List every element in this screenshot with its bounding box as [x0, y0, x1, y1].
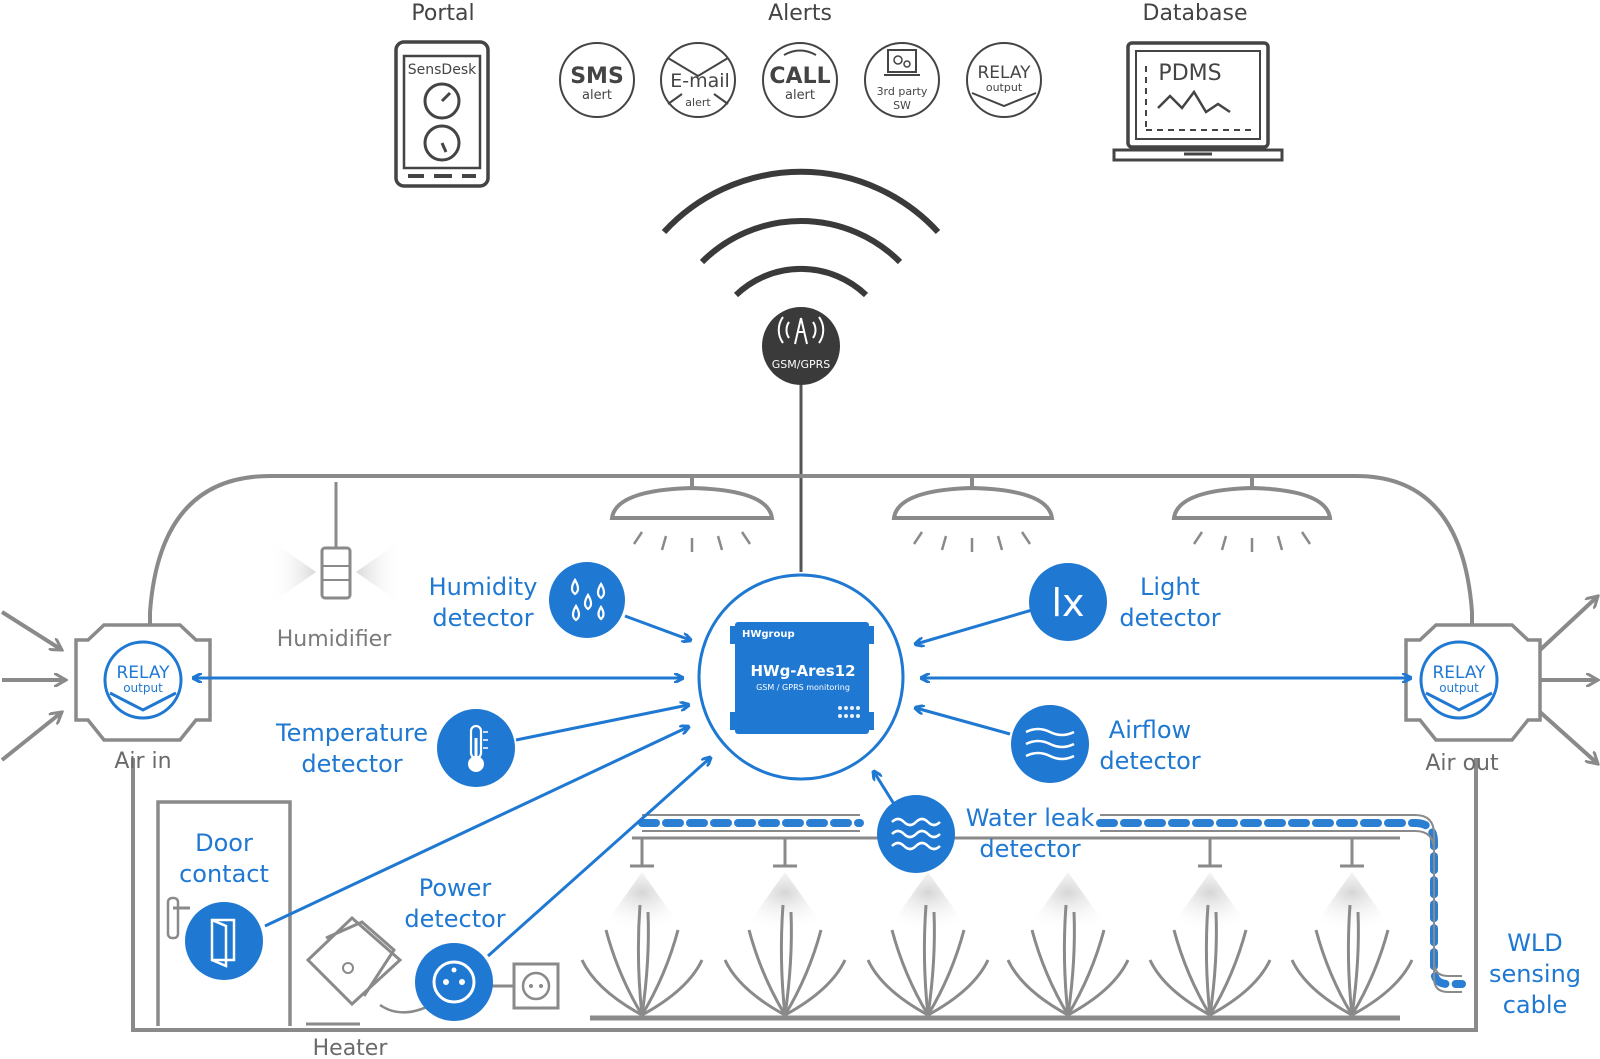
door-contact-icon [185, 902, 263, 980]
air-in-arrows [0, 610, 66, 762]
wld-sensing-cable [638, 814, 1466, 993]
call-alert-sub: alert [785, 88, 815, 103]
air-in-fan: RELAY output [74, 623, 212, 742]
airflow-link [916, 708, 1011, 736]
humidity-label-line1: Humidity [429, 573, 538, 601]
humidity-detector-icon [549, 562, 625, 638]
relay-right-sub: output [1439, 681, 1479, 695]
greenhouse-structure [131, 474, 1478, 1032]
email-alert-icon: E-mail alert [660, 42, 736, 118]
door-label-line2: contact [179, 860, 269, 888]
temperature-label-line1: Temperature [275, 719, 428, 747]
power-detector-icon [415, 943, 493, 1021]
call-alert-icon: CALL alert [762, 42, 838, 118]
email-alert-label: E-mail [670, 70, 730, 92]
grow-lamp-3 [1171, 476, 1333, 552]
relay-output-icon-right: RELAY output [1419, 640, 1499, 720]
relay-left-label: RELAY [116, 663, 170, 683]
irrigation-system [590, 836, 1400, 1021]
water-leak-link [874, 772, 896, 805]
tablet-icon: SensDesk [394, 40, 490, 188]
water-leak-label-line1: Water leak [966, 804, 1095, 832]
plant [866, 872, 990, 1017]
sms-alert-icon: SMS alert [559, 42, 635, 118]
door-link [264, 727, 688, 928]
water-leak-detector-icon [877, 795, 955, 873]
water-leak-label-line2: detector [979, 835, 1080, 863]
sensdesk-brand: SensDesk [408, 62, 477, 78]
power-link [487, 758, 710, 958]
light-detector-icon: lx [1029, 563, 1107, 641]
wireless-signal-icon [661, 168, 941, 298]
hwg-ares12-device: HWgroup HWg-Ares12 GSM / GPRS monitoring [697, 573, 905, 781]
power-label-line1: Power [419, 874, 492, 902]
portal-title: Portal [411, 1, 474, 26]
humidifier-icon [270, 482, 402, 604]
grow-lamp-2 [891, 476, 1055, 552]
temperature-link [515, 705, 688, 742]
plant [723, 872, 847, 1017]
light-label-line2: detector [1119, 604, 1220, 632]
humidifier-label: Humidifier [277, 627, 392, 652]
relay-alert-sub: output [986, 81, 1023, 94]
device-name: HWg-Ares12 [750, 662, 855, 680]
grow-lamp-1 [609, 476, 775, 552]
relay-output-alert-icon: RELAY output [966, 42, 1042, 118]
relay-left-sub: output [123, 681, 163, 695]
device-subtitle: GSM / GPRS monitoring [756, 683, 850, 692]
alerts-title: Alerts [768, 1, 832, 26]
database-title: Database [1143, 1, 1248, 26]
plant [1148, 872, 1272, 1017]
plant [1006, 872, 1130, 1017]
humidity-link [624, 614, 690, 640]
door-label-line1: Door [195, 829, 253, 857]
relay-right-label: RELAY [1432, 663, 1486, 683]
portal-group: Portal SensDesk [394, 1, 490, 188]
plant [1290, 872, 1414, 1017]
laptop-icon: PDMS [1112, 41, 1284, 162]
temperature-label-line2: detector [301, 750, 402, 778]
air-out-fan: RELAY output [1404, 623, 1542, 742]
plants [580, 872, 1414, 1017]
wld-label-line2: sensing [1489, 960, 1581, 988]
humidity-label-line2: detector [432, 604, 533, 632]
air-out-label: Air out [1425, 751, 1499, 776]
connection-arrows [194, 608, 1410, 958]
light-link [916, 608, 1033, 644]
air-in-label: Air in [114, 749, 171, 774]
alerts-group: Alerts SMS alert E-mail alert CALL alert… [559, 1, 1042, 118]
power-socket-icon [492, 962, 560, 1010]
email-alert-sub: alert [685, 96, 711, 109]
relay-alert-label: RELAY [977, 63, 1031, 83]
power-label-line2: detector [404, 905, 505, 933]
airflow-label-line1: Airflow [1109, 716, 1191, 744]
sms-alert-sub: alert [582, 88, 612, 103]
sms-alert-label: SMS [570, 64, 624, 89]
plant [580, 872, 704, 1017]
third-party-sub: SW [893, 99, 911, 112]
temperature-detector-icon [437, 709, 515, 787]
gsm-gprs-label: GSM/GPRS [772, 358, 831, 371]
light-label-line1: Light [1140, 573, 1200, 601]
airflow-label-line2: detector [1099, 747, 1200, 775]
pdms-label: PDMS [1158, 61, 1221, 86]
gsm-gprs-antenna: GSM/GPRS [762, 307, 840, 385]
hwgroup-brand: HWgroup [742, 629, 795, 640]
airflow-detector-icon [1011, 705, 1089, 783]
wld-label-line1: WLD [1507, 929, 1563, 957]
third-party-sw-icon: 3rd party SW [864, 42, 940, 118]
heater-label: Heater [313, 1036, 389, 1059]
third-party-label: 3rd party [877, 85, 928, 98]
lx-glyph: lx [1051, 581, 1084, 625]
call-alert-label: CALL [769, 64, 830, 89]
air-out-arrows [1538, 596, 1598, 764]
wld-label-line3: cable [1503, 991, 1568, 1019]
relay-output-icon-left: RELAY output [103, 640, 183, 720]
device-leds [838, 706, 860, 718]
database-group: Database PDMS [1112, 1, 1284, 162]
